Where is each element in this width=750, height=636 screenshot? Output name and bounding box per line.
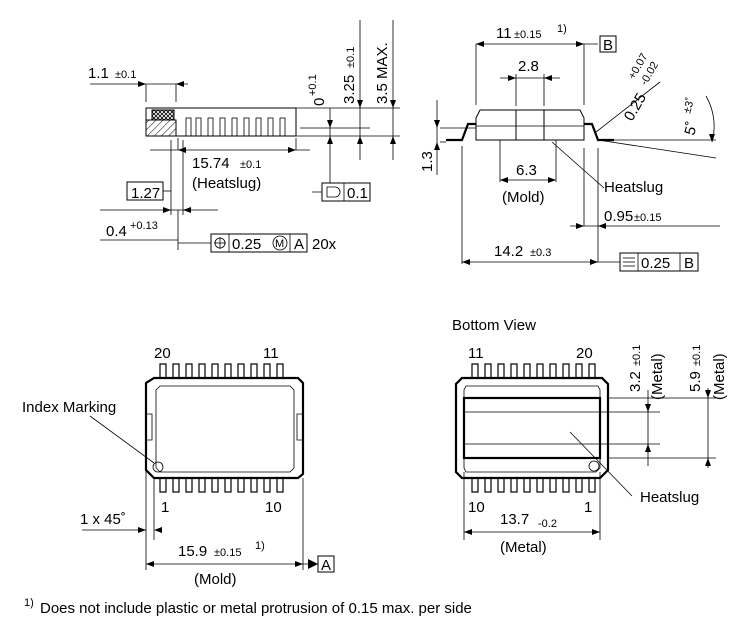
dim-5-9-tol: ±0.1 bbox=[691, 345, 703, 366]
position-datum: A bbox=[294, 236, 304, 253]
dim-3-25-tol: ±0.1 bbox=[345, 47, 357, 68]
symmetry-tol: 0.25 bbox=[641, 255, 670, 272]
dim-11-footnote: 1) bbox=[557, 23, 567, 35]
top-view-lower-leads bbox=[159, 477, 284, 493]
dim-0-4-tol: +0.13 bbox=[130, 220, 158, 232]
bottom-index-mark bbox=[588, 460, 600, 472]
bottom-pin-20: 20 bbox=[576, 345, 593, 362]
bottom-pin-10: 10 bbox=[468, 499, 485, 516]
footnote-mark: 1) bbox=[24, 597, 34, 609]
dim-1-1: 1.1 bbox=[88, 65, 109, 82]
dim-13-7-tol: -0.2 bbox=[538, 518, 557, 530]
side-view: 1.1 ±0.1 0 +0.1 3.25 ±0.1 3.5 MAX. 15.74… bbox=[88, 20, 400, 253]
mold-label-end: (Mold) bbox=[502, 189, 545, 206]
dim-0-95-tol: ±0.15 bbox=[634, 212, 661, 224]
heatslug-label-bottom: Heatslug bbox=[640, 489, 699, 506]
mold-label-top: (Mold) bbox=[194, 571, 237, 588]
side-crosshatch bbox=[151, 109, 175, 121]
end-heatslug-tab bbox=[515, 109, 545, 141]
dim-0-25: 0.25 bbox=[621, 90, 650, 124]
dim-0-4: 0.4 bbox=[106, 223, 127, 240]
datum-a: A bbox=[321, 557, 331, 574]
top-pin-1: 1 bbox=[161, 499, 169, 516]
dim-15-74: 15.74 bbox=[192, 155, 230, 172]
angle-tol: ±3˚ bbox=[681, 96, 697, 114]
symmetry-datum: B bbox=[684, 255, 694, 272]
dim-3-2: 3.2 bbox=[627, 371, 644, 392]
pitch-value: 1.27 bbox=[131, 185, 160, 202]
dim-15-9-tol: ±0.15 bbox=[214, 547, 241, 559]
bottom-view-body bbox=[454, 376, 610, 480]
metal-label-2: (Metal) bbox=[711, 353, 728, 400]
side-leads bbox=[185, 117, 286, 137]
angle: 5˚ bbox=[681, 120, 701, 137]
dim-14-2-tol: ±0.3 bbox=[530, 247, 551, 259]
dim-3-25: 3.25 bbox=[341, 75, 358, 104]
dim-2-8: 2.8 bbox=[518, 58, 539, 75]
dim-11: 11 bbox=[496, 25, 512, 42]
symmetry-frame bbox=[619, 252, 699, 272]
position-mod: M bbox=[275, 238, 284, 250]
position-count: 20x bbox=[312, 236, 337, 253]
flatness-value: 0.1 bbox=[347, 185, 368, 202]
end-lead-left bbox=[446, 122, 476, 142]
dim-0-95: 0.95 bbox=[604, 208, 633, 225]
position-frame bbox=[210, 233, 308, 253]
dim-3-5-max: 3.5 MAX. bbox=[374, 42, 391, 104]
metal-label-3: (Metal) bbox=[500, 539, 547, 556]
footnote-text: Does not include plastic or metal protru… bbox=[40, 600, 472, 617]
dim-14-2: 14.2 bbox=[494, 243, 523, 260]
top-view-body bbox=[144, 376, 305, 480]
top-view: 20 11 1 10 Index Marking 1 x 45˚ 15.9 ±0… bbox=[22, 345, 335, 588]
datum-b-frame bbox=[599, 35, 617, 53]
top-view-inner bbox=[155, 385, 295, 473]
dim-3-2-tol: ±0.1 bbox=[631, 345, 643, 366]
dim-15-9-footnote: 1) bbox=[255, 540, 265, 552]
datum-a-frame bbox=[317, 555, 335, 573]
index-marking-label: Index Marking bbox=[22, 399, 116, 416]
bottom-pin-1: 1 bbox=[584, 499, 592, 516]
end-body bbox=[475, 109, 585, 141]
dim-1-1-tol: ±0.1 bbox=[115, 69, 136, 81]
heatslug-label-side: (Heatslug) bbox=[192, 175, 261, 192]
end-lead-right bbox=[584, 122, 614, 142]
top-view-upper-leads bbox=[159, 363, 284, 379]
index-mark-icon bbox=[152, 461, 164, 473]
bottom-pin-11: 11 bbox=[468, 345, 484, 362]
dim-11-tol: ±0.15 bbox=[514, 29, 541, 41]
end-view: 11 ±0.15 1) B 2.8 0.25 +0.07 -0.02 5˚ ±3… bbox=[419, 23, 720, 272]
dim-15-74-tol: ±0.1 bbox=[240, 159, 261, 171]
position-tol: 0.25 bbox=[232, 236, 261, 253]
top-pin-20: 20 bbox=[154, 345, 171, 362]
heatslug-label-end: Heatslug bbox=[604, 179, 663, 196]
metal-label-1: (Metal) bbox=[649, 353, 666, 400]
top-pin-10: 10 bbox=[265, 499, 282, 516]
bottom-view-upper-leads bbox=[471, 363, 596, 379]
bottom-view: Bottom View bbox=[452, 317, 728, 556]
side-hatched-end bbox=[145, 119, 177, 137]
footnote: 1) Does not include plastic or metal pro… bbox=[24, 597, 472, 617]
dim-0: 0 bbox=[311, 98, 328, 106]
dim-5-9: 5.9 bbox=[687, 371, 704, 392]
dim-13-7: 13.7 bbox=[500, 511, 529, 528]
bottom-heatslug-metal bbox=[462, 396, 602, 460]
mmc-icon bbox=[272, 235, 288, 251]
datum-b: B bbox=[603, 37, 613, 54]
dim-15-9: 15.9 bbox=[178, 543, 207, 560]
dim-1-3: 1.3 bbox=[419, 151, 436, 172]
bottom-view-title: Bottom View bbox=[452, 317, 536, 334]
chamfer-label: 1 x 45˚ bbox=[80, 511, 126, 528]
flatness-frame bbox=[321, 182, 371, 202]
bottom-view-lower-leads bbox=[471, 477, 596, 493]
symmetry-icon bbox=[623, 257, 635, 267]
dim-6-3: 6.3 bbox=[516, 162, 537, 179]
flatness-icon bbox=[326, 186, 341, 198]
top-pin-11: 11 bbox=[263, 345, 279, 362]
dim-0-tol: +0.1 bbox=[307, 74, 319, 96]
